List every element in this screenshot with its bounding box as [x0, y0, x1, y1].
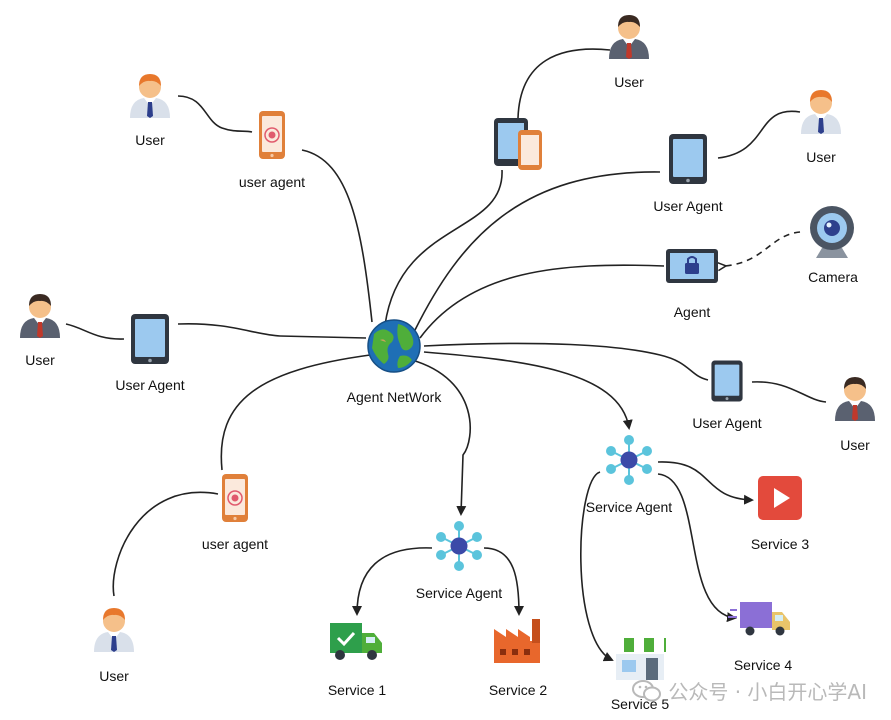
tablet-icon-tr [669, 134, 707, 184]
edge-user-tl-to-phone [177, 95, 253, 133]
user-icon-bl [94, 608, 134, 652]
service-agent-icon-bottom [435, 520, 483, 572]
edge-tablet-left-to-hub [177, 323, 367, 339]
hub-label: Agent NetWork [346, 389, 442, 405]
edge-svc-agent-right-to-service3 [657, 461, 754, 505]
fast-delivery-truck-icon [728, 602, 790, 636]
service-agent-label-right: Service Agent [585, 499, 673, 515]
user-label-tl: User [135, 132, 165, 148]
edge-hub-to-service-agent-right [423, 351, 633, 430]
store-icon [614, 638, 666, 680]
service-3-label: Service 3 [750, 536, 810, 552]
devices-icon [494, 118, 542, 170]
user-icon-tr [801, 90, 841, 134]
agent-label: Agent [673, 304, 711, 320]
user-label-top: User [614, 74, 644, 90]
delivery-truck-icon [330, 623, 382, 660]
edge-phone-top-to-hub [301, 149, 373, 323]
user-label-tr: User [806, 149, 836, 165]
user-agent-label-left: User Agent [115, 377, 185, 393]
edge-user-top-to-devices [517, 48, 611, 119]
edge-hub-to-service-agent-bottom [411, 359, 471, 516]
edge-tablet-tr-to-hub [414, 171, 661, 331]
service-1-label: Service 1 [327, 682, 387, 698]
edge-user-tr-to-tablet [717, 110, 801, 159]
globe-icon [367, 319, 421, 373]
user-agent-label-top: user agent [238, 174, 306, 190]
tablet-icon-right [711, 360, 743, 402]
phone-icon-top [258, 110, 286, 160]
edge-user-left-to-tablet [65, 323, 125, 340]
play-button-icon [758, 476, 802, 520]
tablet-icon-left [131, 314, 169, 364]
wechat-icon [632, 679, 662, 701]
watermark: 公众号 · 小白开心学AI [632, 676, 867, 705]
camera-label: Camera [808, 269, 858, 285]
edge-hub-to-phone-bottom [220, 354, 371, 471]
user-label-bl: User [99, 668, 129, 684]
edge-camera-to-agent [725, 231, 801, 266]
edge-svc-agent-bottom-to-service1 [352, 547, 433, 616]
service-agent-icon-right [605, 434, 653, 486]
lock-screen-icon [666, 249, 718, 283]
edge-hub-to-tablet-right [423, 342, 709, 381]
edge-svc-agent-bottom-to-service2 [483, 547, 524, 616]
factory-icon [494, 619, 540, 663]
connectors [65, 48, 827, 662]
user-icon-tl [130, 74, 170, 118]
edge-devices-to-hub [384, 169, 503, 326]
user-label-left: User [25, 352, 55, 368]
edge-agent-to-hub [419, 264, 665, 339]
service-4-label: Service 4 [733, 657, 793, 673]
user-label-right: User [840, 437, 870, 453]
service-agent-label-bottom: Service Agent [415, 585, 503, 601]
user-icon-right [835, 377, 875, 421]
user-agent-label-bottom: user agent [201, 536, 269, 552]
user-icon-left [20, 294, 60, 338]
edge-tablet-right-to-user-right [751, 381, 827, 403]
phone-icon-bottom [221, 473, 249, 523]
edge-phone-bottom-to-user-bl [112, 491, 219, 597]
watermark-text: 公众号 · 小白开心学AI [668, 680, 867, 704]
camera-icon [810, 206, 854, 258]
edge-svc-agent-right-to-service5 [580, 471, 614, 662]
user-agent-label-tr: User Agent [653, 198, 723, 214]
service-2-label: Service 2 [488, 682, 548, 698]
user-agent-label-right: User Agent [692, 415, 762, 431]
user-icon-top [609, 15, 649, 59]
edge-svc-agent-right-to-service4 [657, 473, 737, 623]
